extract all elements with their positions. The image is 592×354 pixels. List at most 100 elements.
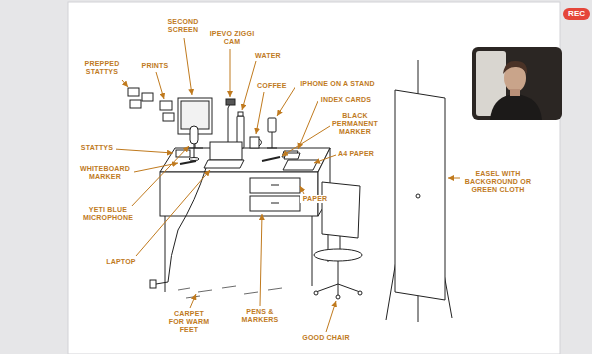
water-bottle-part (238, 112, 243, 116)
leader-arrows-part (448, 178, 460, 179)
office-chair-part (338, 284, 360, 292)
leader-arrows-part (277, 86, 296, 116)
laptop-part (150, 280, 156, 288)
office-chair-part (322, 182, 360, 238)
wall-stattys-part (128, 88, 139, 96)
callout-label: INDEX CARDS (318, 96, 374, 104)
leader-arrows-part (122, 80, 128, 87)
office-chair-part (336, 295, 340, 299)
carpet-part (178, 288, 190, 290)
leader-arrows-part (156, 72, 164, 99)
laptop-part (210, 142, 242, 160)
callout-label: YETI BLUE MICROPHONE (80, 206, 136, 222)
document-camera-part (226, 99, 235, 105)
laptop (150, 142, 244, 288)
callout-label: COFFEE (256, 82, 286, 90)
desk-part (165, 216, 166, 292)
leader-arrows-part (136, 170, 210, 256)
easel-part (395, 90, 445, 300)
webcam-inset-part (510, 89, 520, 96)
webcam-inset-part (490, 94, 542, 120)
carpet-part (198, 290, 212, 292)
desk-part (271, 203, 279, 204)
webcam-inset (472, 47, 562, 120)
carpet-part (186, 296, 200, 298)
desk-part (250, 178, 300, 193)
microphone-part (189, 158, 199, 161)
phone-stand-part (268, 118, 276, 132)
phone-stand-part (272, 132, 273, 148)
coffee-mug (250, 137, 262, 148)
leader-arrows-part (282, 126, 330, 156)
phone-stand-part (267, 148, 277, 149)
callout-label: WHITEBOARD MARKER (76, 165, 134, 181)
office-chair-part (316, 284, 338, 292)
callout-label: BLACK PERMANENT MARKER (330, 112, 380, 136)
coffee-mug-part (259, 139, 262, 146)
desk-part (250, 196, 300, 211)
callout-label: IPHONE ON A STAND (295, 80, 380, 88)
leader-arrows-part (300, 186, 304, 194)
second-screen-part (187, 148, 203, 149)
leader-arrows-part (184, 38, 192, 95)
carpet-part (244, 292, 258, 294)
callout-label: EASEL WITH BACKGROUND OR GREEN CLOTH (462, 170, 534, 194)
microphone (189, 126, 199, 161)
leader-arrows-part (114, 149, 173, 153)
carpet-part (268, 288, 282, 290)
leader-arrows-part (326, 301, 336, 332)
desk-items-part (176, 150, 190, 157)
badge-text: REC (568, 9, 585, 18)
leader-arrows (114, 38, 460, 332)
desk-part (160, 148, 330, 172)
phone-stand (267, 118, 277, 148)
desk (160, 148, 330, 292)
document-camera-part (228, 104, 230, 148)
second-screen-part (181, 101, 209, 129)
office-chair-part (338, 284, 339, 296)
microphone-part (194, 144, 195, 158)
prints (160, 101, 174, 121)
wall-stattys-part (142, 93, 153, 101)
leader-arrows-part (314, 155, 336, 163)
callout-label: WATER (252, 52, 284, 60)
callout-label: GOOD CHAIR (300, 334, 352, 342)
office-chair-part (314, 249, 362, 261)
easel-part (416, 194, 420, 198)
office-chair-part (358, 291, 362, 295)
leader-arrows-part (298, 101, 318, 149)
slide-frame-part (68, 2, 560, 354)
leader-arrows-part (190, 294, 196, 308)
carpet (178, 286, 282, 298)
office-chair-part (338, 261, 339, 284)
callout-label: CARPET FOR WARM FEET (165, 310, 213, 334)
prints-part (160, 101, 172, 110)
laptop-part (204, 160, 244, 168)
callout-label: PRINTS (138, 62, 172, 70)
record-badge: REC (563, 8, 590, 20)
callout-label: IPEVO ZIGGI CAM (208, 30, 256, 46)
desk-items (176, 150, 318, 170)
callout-label: LAPTOP (104, 258, 138, 266)
desk-items-part (180, 161, 196, 164)
office-chair-part (314, 291, 318, 295)
coffee-mug-part (250, 137, 259, 148)
callout-label: A4 PAPER (336, 150, 376, 158)
leader-arrows-part (242, 61, 256, 110)
laptop-part (156, 168, 206, 284)
leader-arrows-part (130, 146, 189, 208)
desk-items-part (284, 153, 300, 159)
callout-label: PENS & MARKERS (236, 308, 284, 324)
leader-arrows-part (256, 92, 264, 134)
callout-label: PAPER (300, 195, 330, 203)
desk-items-part (262, 157, 280, 161)
leader-arrows-part (230, 49, 231, 97)
callout-label: STATTYS (78, 144, 116, 152)
leader-arrows-part (260, 214, 262, 306)
callout-label: SECOND SCREEN (162, 18, 204, 34)
desk-part (271, 185, 279, 186)
callout-label: PREPPED STATTYS (80, 60, 124, 76)
